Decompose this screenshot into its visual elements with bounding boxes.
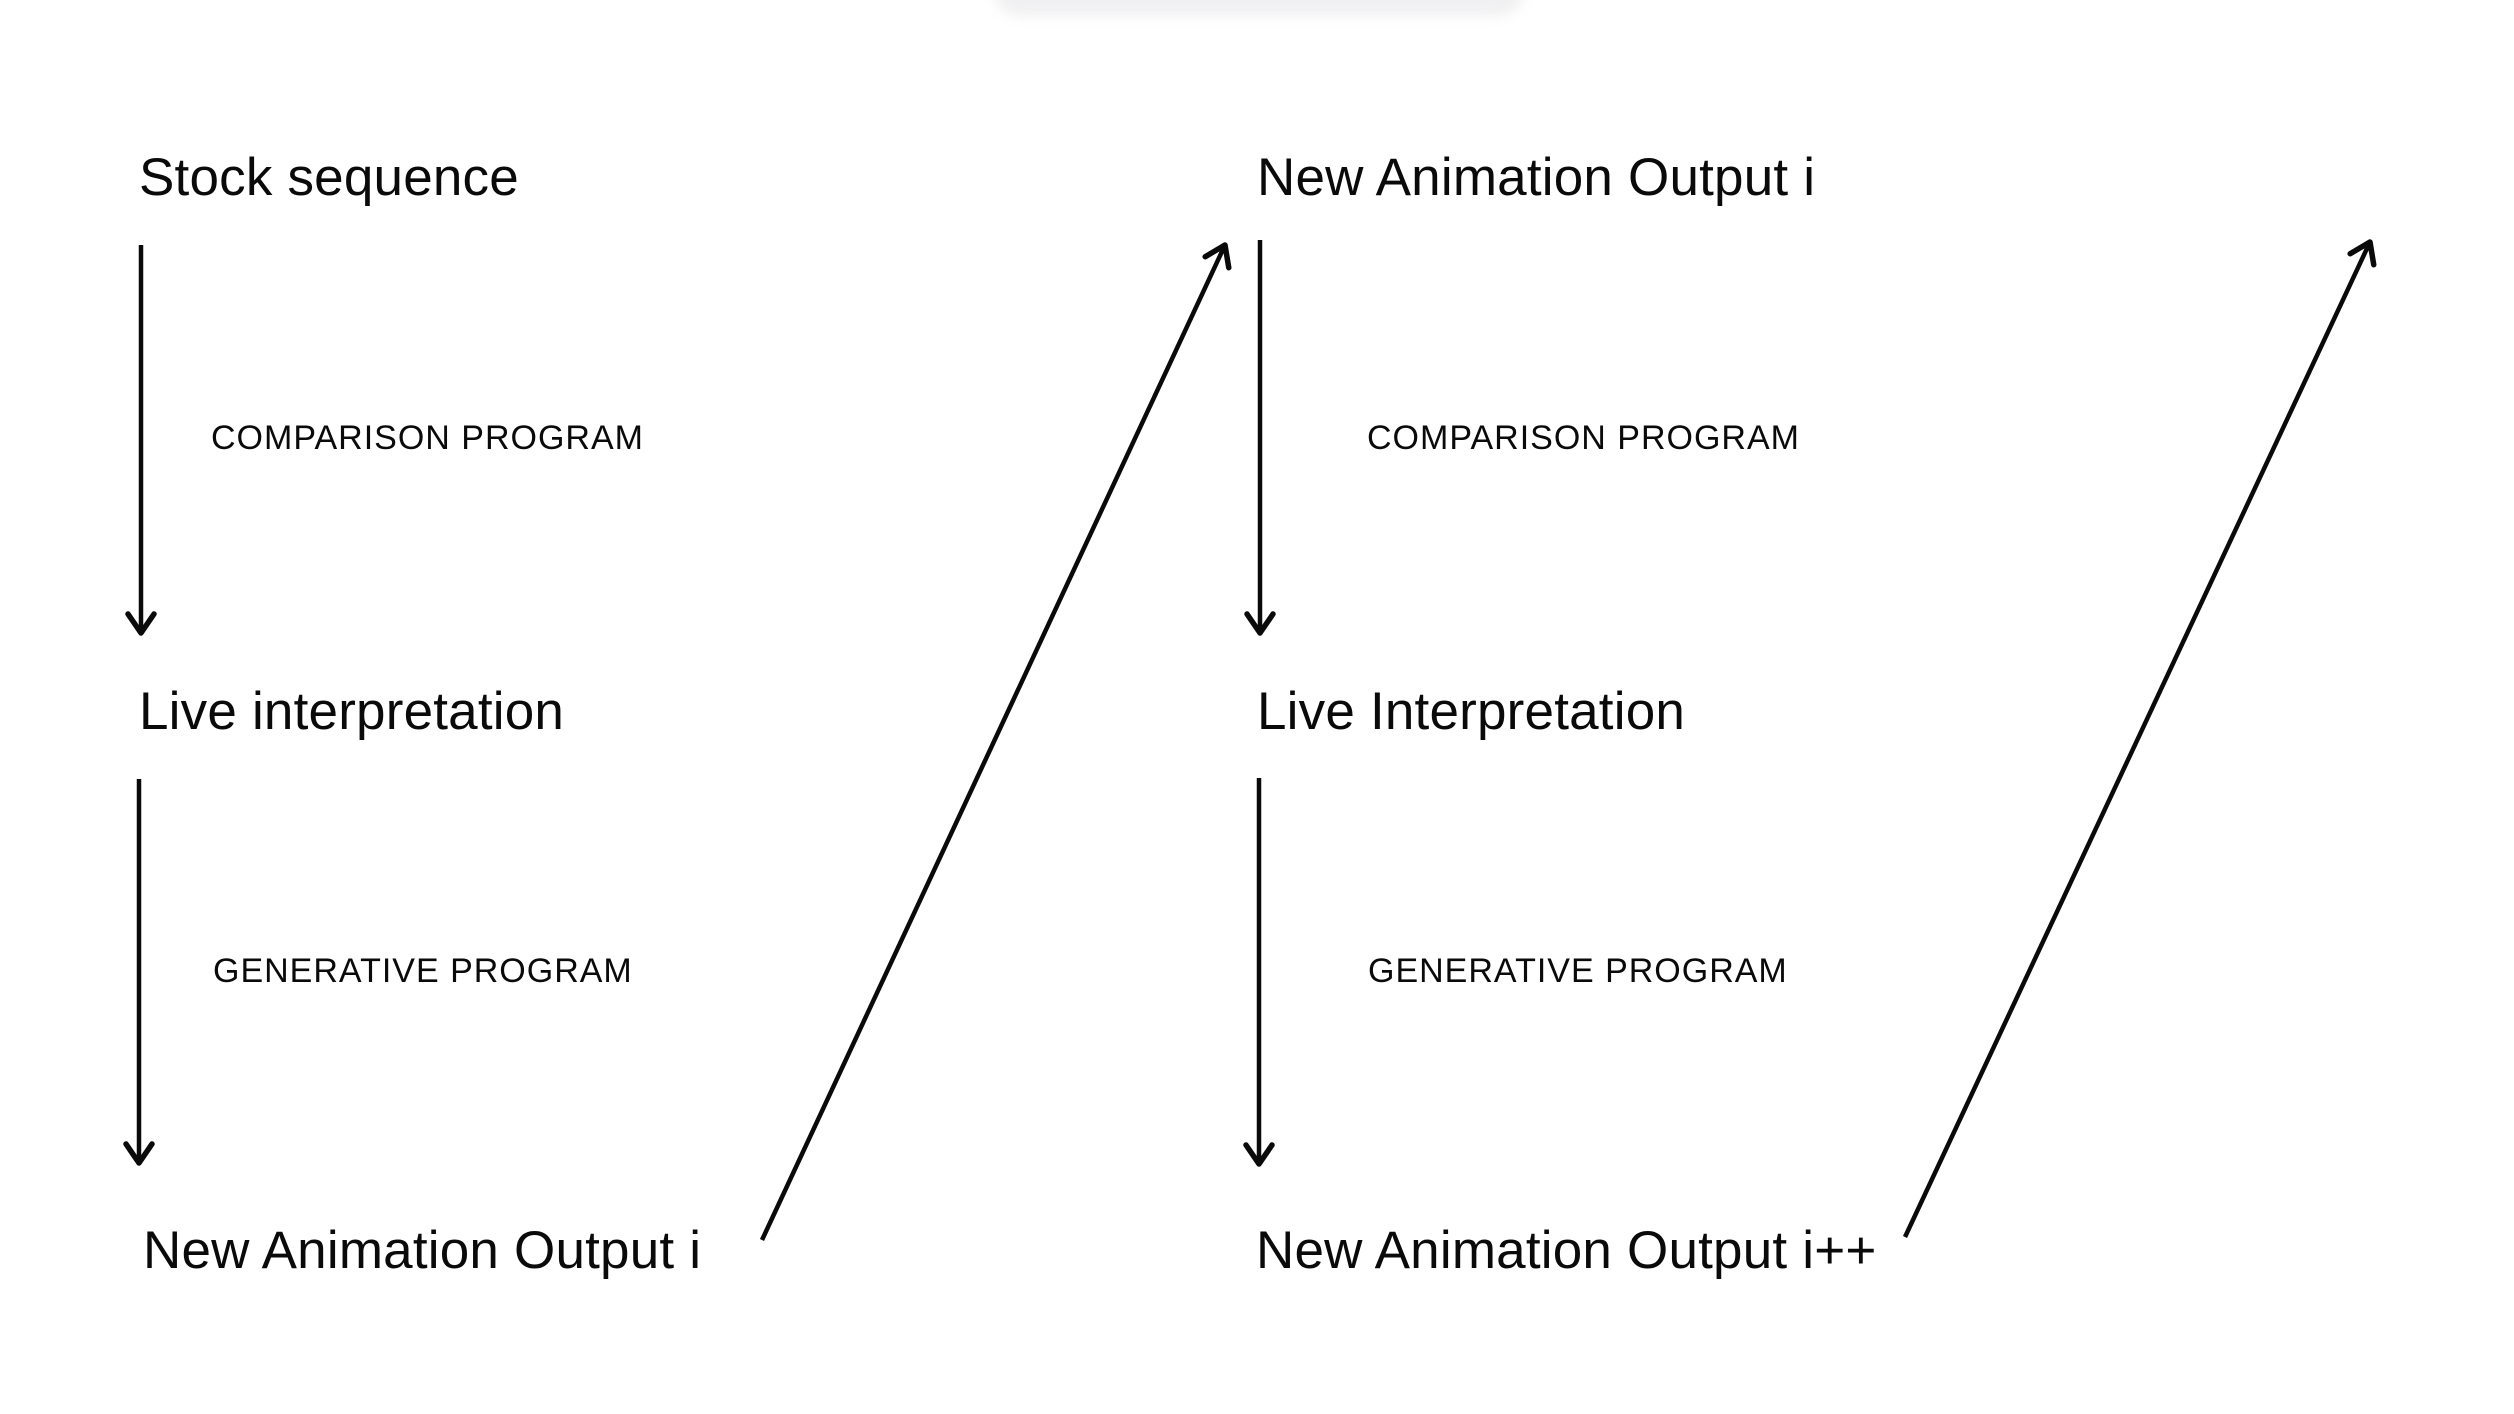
arrow-feedback-iter1-to-iter2 [759,242,1232,1241]
label-generative-program-1: GENERATIVE PROGRAM [213,952,633,990]
label-comparison-program-1: COMPARISON PROGRAM [211,419,644,457]
node-new-animation-output-i-plus-plus: New Animation Output i++ [1256,1221,1877,1280]
node-live-interpretation-2: Live Interpretation [1257,682,1686,741]
label-generative-program-2: GENERATIVE PROGRAM [1368,952,1788,990]
arrow-feedback-iter2-to-next [1902,239,2377,1238]
node-live-interpretation-1: Live interpretation [139,682,565,741]
label-comparison-program-2: COMPARISON PROGRAM [1367,419,1800,457]
node-new-animation-output-i-2: New Animation Output i [1257,148,1816,207]
node-stock-sequence: Stock sequence [139,148,519,207]
node-new-animation-output-i-1: New Animation Output i [143,1221,702,1280]
offscreen-top-pill [995,0,1523,16]
